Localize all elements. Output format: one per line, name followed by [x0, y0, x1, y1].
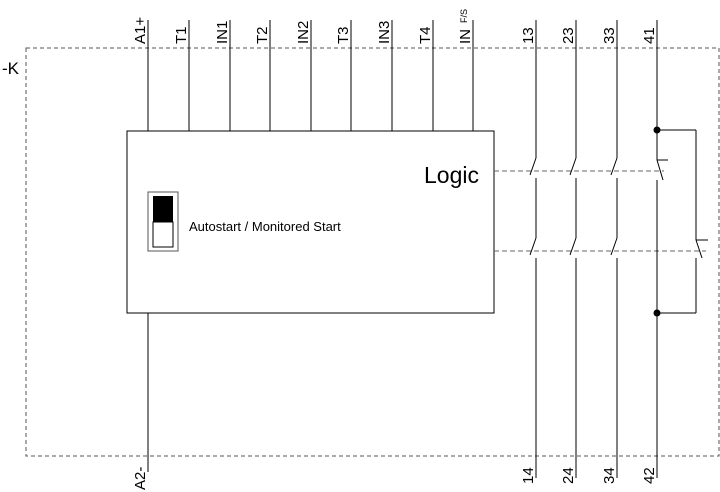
device-tag: -K	[2, 59, 20, 78]
contact-23-24	[569, 20, 577, 478]
terminal-label-a2: A2-	[132, 467, 149, 490]
start-mode-label: Autostart / Monitored Start	[189, 219, 341, 234]
terminal-label-in1: IN1	[214, 21, 231, 44]
terminal-label-34: 34	[601, 467, 618, 484]
terminal-label-t3: T3	[335, 26, 352, 44]
terminal-label-42: 42	[641, 467, 658, 484]
top-terminal-wires	[147, 20, 474, 131]
terminal-label-24: 24	[560, 467, 577, 484]
terminal-label-in: IN	[457, 29, 474, 44]
device-boundary	[25, 47, 720, 457]
switch-upper-position	[153, 196, 173, 222]
start-mode-switch	[147, 191, 179, 252]
contact-41-42	[653, 20, 708, 478]
bottom-terminal-labels: A2- 14 24 34 42	[132, 467, 658, 490]
contact-13-14	[529, 20, 537, 478]
terminal-label-in3: IN3	[376, 21, 393, 44]
terminal-label-in2: IN2	[295, 21, 312, 44]
terminal-label-14: 14	[520, 467, 537, 484]
terminal-label-33: 33	[601, 27, 618, 44]
terminal-label-t4: T4	[417, 26, 434, 44]
contact-33-34	[610, 20, 618, 478]
terminal-label-t1: T1	[173, 26, 190, 44]
junction-dot-top	[653, 126, 661, 134]
terminal-label-t2: T2	[254, 26, 271, 44]
terminal-label-23: 23	[560, 27, 577, 44]
switch-lower-position	[152, 221, 174, 248]
terminal-label-13: 13	[520, 27, 537, 44]
logic-block	[126, 130, 495, 314]
terminal-label-41: 41	[641, 27, 658, 44]
junction-dot-bottom	[653, 309, 661, 317]
terminal-label-a1: A1+	[132, 17, 149, 44]
top-terminal-labels: A1+ T1 IN1 T2 IN2 T3 IN3 T4 IN F/S 13 23…	[132, 9, 658, 44]
logic-label: Logic	[424, 162, 479, 188]
terminal-label-in-subscript: F/S	[459, 9, 469, 23]
